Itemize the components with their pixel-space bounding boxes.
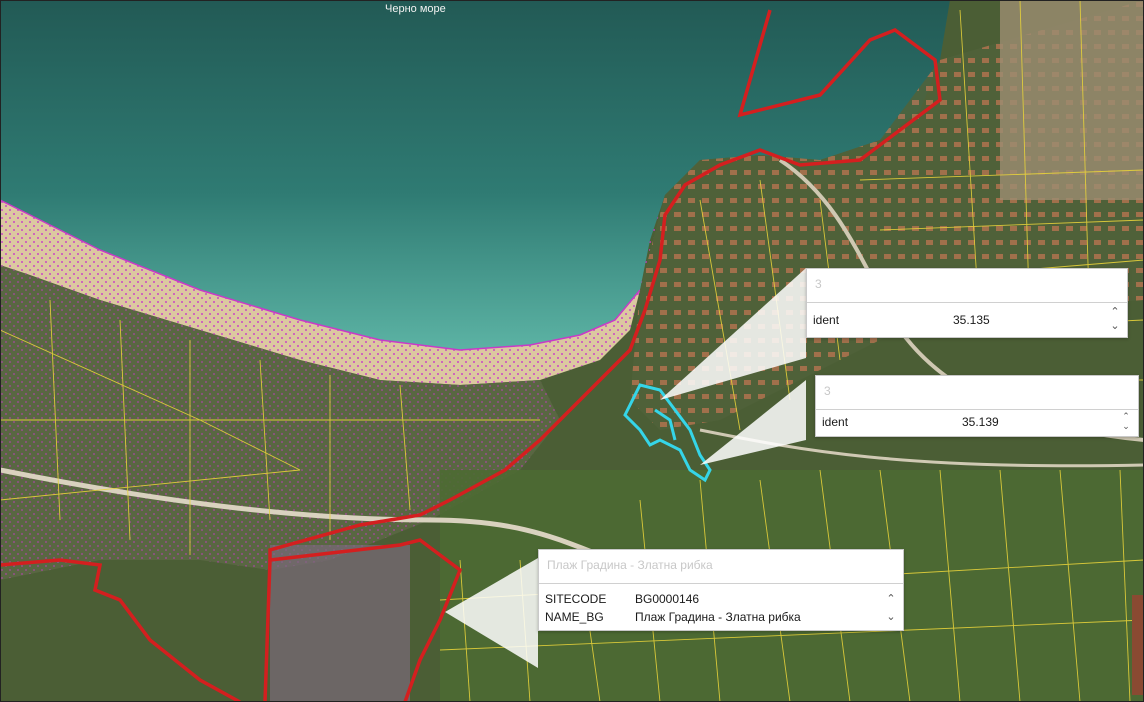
sea-label: Черно море bbox=[385, 3, 446, 15]
feature-popup-1: 3 ident 35.135 ⌃ ⌄ bbox=[806, 268, 1128, 338]
attribute-value: 35.135 bbox=[953, 313, 990, 327]
popup-title: 3 bbox=[807, 269, 1127, 303]
beach-dot-overlay bbox=[0, 200, 660, 385]
shoreline bbox=[0, 199, 641, 351]
sea-area bbox=[0, 0, 950, 350]
chevron-up-icon[interactable]: ⌃ bbox=[886, 593, 896, 605]
attribute-key: NAME_BG bbox=[545, 610, 604, 624]
feature-popup-3: Плаж Градина - Златна рибка SITECODE BG0… bbox=[538, 549, 904, 631]
attribute-value: BG0000146 bbox=[635, 592, 700, 606]
callout-pointer-3 bbox=[445, 558, 538, 668]
attribute-key: ident bbox=[813, 313, 840, 327]
attribute-key: SITECODE bbox=[545, 592, 607, 606]
feature-popup-2: 3 ident 35.139 ⌃ ⌄ bbox=[815, 375, 1139, 437]
selected-parcel-outline bbox=[623, 383, 712, 483]
popup-title: Плаж Градина - Златна рибка bbox=[539, 550, 903, 584]
protected-zone-border bbox=[0, 9, 942, 702]
chevron-up-icon[interactable]: ⌃ bbox=[1110, 306, 1120, 318]
popup-scroll-control[interactable]: ⌃ ⌄ bbox=[885, 590, 897, 626]
map-edge-widget bbox=[1132, 595, 1144, 695]
popup-row: SITECODE BG0000146 bbox=[545, 590, 879, 608]
plot-purple bbox=[270, 545, 410, 702]
road-main bbox=[0, 467, 601, 558]
chevron-down-icon[interactable]: ⌄ bbox=[1110, 320, 1120, 332]
attribute-key: ident bbox=[822, 415, 849, 429]
chevron-down-icon[interactable]: ⌄ bbox=[886, 611, 896, 623]
popup-scroll-control[interactable]: ⌃ ⌄ bbox=[1120, 411, 1132, 431]
town-area bbox=[1000, 0, 1144, 200]
attribute-value: 35.139 bbox=[962, 415, 999, 429]
chevron-down-icon[interactable]: ⌄ bbox=[1122, 421, 1130, 431]
popup-row: NAME_BG Плаж Градина - Златна рибка bbox=[545, 608, 879, 626]
callout-pointer-1 bbox=[660, 268, 806, 400]
popup-row: ident 35.135 bbox=[813, 311, 1103, 329]
popup-title: 3 bbox=[816, 376, 1138, 410]
popup-scroll-control[interactable]: ⌃ ⌄ bbox=[1109, 305, 1121, 333]
attribute-value: Плаж Градина - Златна рибка bbox=[635, 610, 801, 624]
chevron-up-icon[interactable]: ⌃ bbox=[1122, 411, 1130, 421]
popup-row: ident 35.139 bbox=[822, 413, 1114, 431]
callout-pointer-2 bbox=[700, 380, 806, 465]
